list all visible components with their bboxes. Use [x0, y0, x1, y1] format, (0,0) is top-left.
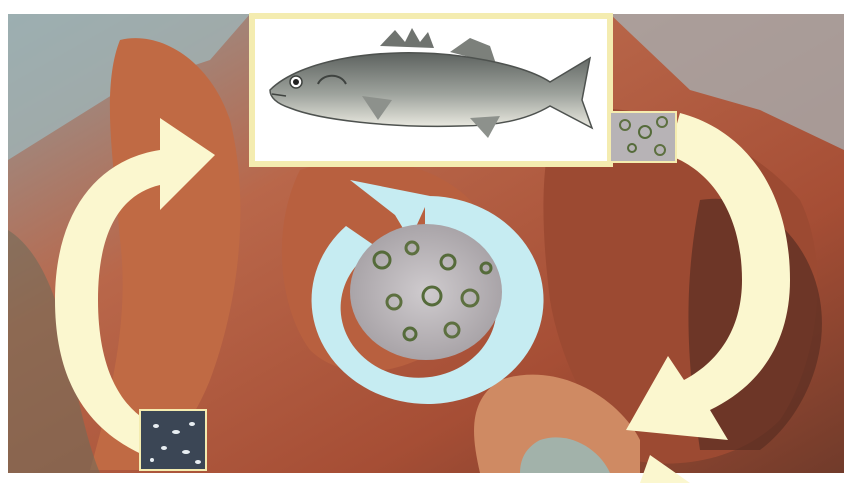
left-border: [0, 0, 8, 483]
bottom-border: [0, 473, 852, 483]
free-cell: [172, 430, 180, 434]
central-cyst-micrograph: [350, 224, 502, 360]
right-border: [844, 0, 852, 483]
free-cell: [195, 460, 201, 464]
free-cell: [161, 446, 167, 450]
fish-pupil: [293, 79, 299, 85]
cyst-inset-small: [610, 112, 676, 162]
free-cell: [150, 458, 154, 462]
micrograph-disc: [350, 224, 502, 360]
free-cell: [189, 422, 195, 426]
free-cell: [153, 424, 159, 428]
free-cell: [182, 450, 190, 454]
top-border: [0, 0, 852, 14]
host-fish-panel: [252, 16, 610, 164]
free-swimming-stage-inset: [140, 410, 206, 470]
